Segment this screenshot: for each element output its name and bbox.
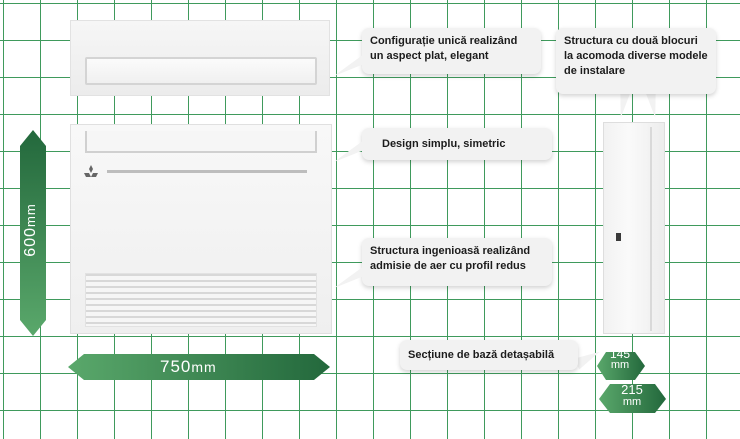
callout-design-text: Design simplu, simetric bbox=[382, 138, 506, 150]
callout-configuration-text: Configurație unică realizând un aspect p… bbox=[370, 35, 518, 62]
callout-design: Design simplu, simetric bbox=[362, 128, 552, 160]
callout-base-section: Secțiune de bază detașabilă bbox=[400, 340, 578, 370]
unit-top-rim bbox=[85, 57, 317, 85]
depth-215-label: 215 mm bbox=[614, 382, 650, 408]
unit-front-rim bbox=[85, 131, 317, 153]
callout-configuration: Configurație unică realizând un aspect p… bbox=[362, 28, 541, 74]
height-dimension-label: 600mm bbox=[22, 198, 46, 262]
depth-215-arrow bbox=[599, 384, 666, 413]
depth-145-unit: mm bbox=[610, 359, 630, 371]
front-panel-stripe bbox=[107, 170, 307, 173]
height-dimension-arrow bbox=[20, 130, 46, 336]
mitsubishi-logo-icon bbox=[84, 165, 98, 177]
callout-base-section-text: Secțiune de bază detașabilă bbox=[408, 349, 555, 361]
callout-structure-text: Structura ingenioasă realizând admisie d… bbox=[370, 245, 531, 272]
depth-145-value: 145 bbox=[609, 347, 631, 361]
width-unit: mm bbox=[191, 359, 217, 375]
depth-145-label: 145 mm bbox=[605, 347, 635, 371]
depth-145-arrow bbox=[597, 352, 645, 380]
width-dimension-label: 750mm bbox=[160, 357, 217, 377]
unit-side-view bbox=[603, 122, 665, 334]
width-value: 750 bbox=[160, 357, 192, 376]
height-value: 600 bbox=[22, 226, 39, 257]
callout-two-blocks: Structura cu două blocuri la acomoda div… bbox=[556, 28, 716, 94]
side-latch bbox=[616, 233, 621, 241]
height-unit: mm bbox=[23, 203, 38, 227]
unit-front-view bbox=[70, 124, 332, 334]
callout-two-blocks-text: Structura cu două blocuri la acomoda div… bbox=[564, 35, 708, 77]
unit-top-view bbox=[70, 20, 330, 96]
side-block-seam bbox=[650, 127, 652, 331]
air-intake-grille bbox=[85, 273, 317, 327]
depth-215-unit: mm bbox=[622, 396, 642, 408]
depth-215-value: 215 bbox=[621, 382, 643, 397]
width-dimension-arrow bbox=[68, 354, 330, 380]
callout-structure: Structura ingenioasă realizând admisie d… bbox=[362, 238, 552, 286]
